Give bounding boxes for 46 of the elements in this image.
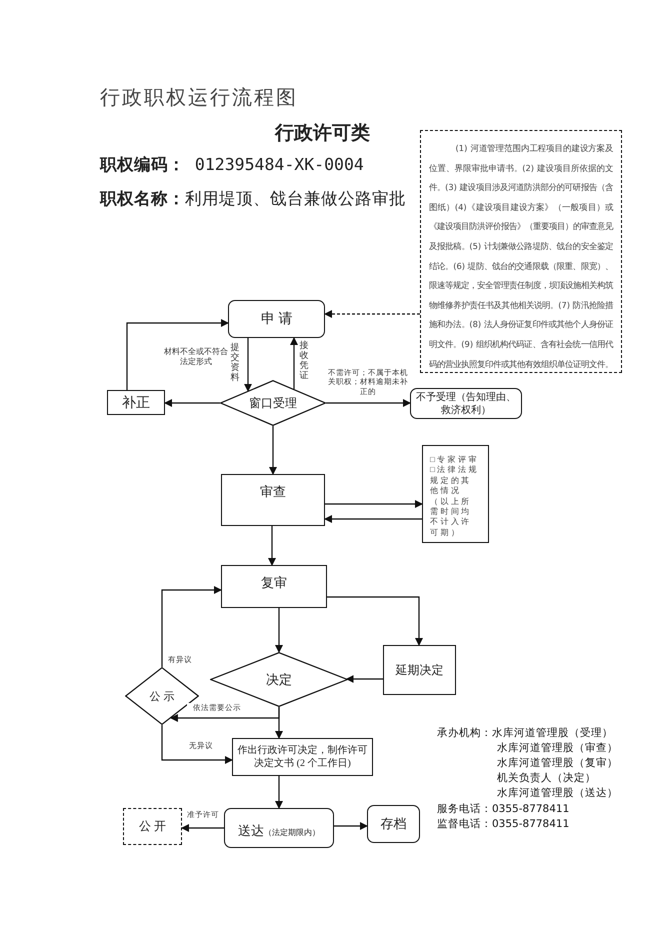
arrow (164, 399, 220, 407)
arrow (269, 426, 277, 475)
arrow (126, 319, 229, 390)
dashed-arrow (324, 310, 420, 318)
arrow (161, 725, 233, 764)
arrow (290, 337, 298, 390)
result-box: 不予受理（告知理由、救济权利） (410, 388, 522, 419)
arrow (244, 338, 252, 392)
name-line: 职权名称：利用堤顶、戗台兼做公路审批 (100, 188, 406, 210)
arrow (275, 707, 283, 739)
arrow (327, 596, 423, 646)
arrow (326, 399, 411, 407)
decision-diamond: 窗口受理 (220, 380, 326, 426)
process-box: 存档 (367, 805, 420, 843)
arrow (275, 608, 283, 653)
process-box: 送达（法定期限内） (224, 808, 334, 848)
process-box: 复审 (221, 565, 327, 608)
agency-line: 水库河道管理股（复审） (497, 756, 618, 770)
page-title: 行政职权运行流程图 (100, 84, 298, 111)
process-box: 补正 (107, 390, 165, 415)
arrow (161, 586, 222, 667)
process-box: 作出行政许可决定，制作许可决定文书 (2 个工作日) (232, 738, 373, 776)
code-line: 职权编码： 012395484-XK-0004 (100, 154, 364, 176)
edge-label: 提交资料 (229, 343, 241, 383)
note-box: □专家评审 □法律法规规定的其他情况 （以上所需时间均不计入许可期） (422, 445, 489, 543)
category-heading: 行政许可类 (275, 121, 370, 146)
requirements-box: (1) 河道管理范围内工程项目的建设方案及位置、界限审批申请书。(2) 建设项目所依据的文件。(3) 建设项目涉及河道防洪部分的可研报告（含图纸）(4)《建设项目建设方案》（一般项目）或《建设项目防洪评价报告》（重要项目）的审查意见及报批稿。(5) 计划兼做公路堤防、戗台的安全鉴定结论。(6) 堤防、戗台的交通限载（限重、限宽）、限速等规定，安全管理责任制度，坝顶设施相关构筑物维修养护责任书及其他相关说明。(7) 防汛抢险措施和办法。(8) 法人身份证复印件或其他个人身份证明文件。(9) 组织机构代码证、含有社会统一信用代码的营业执照复印件或其他有效组织单位证明文件。 (420, 130, 622, 373)
phone-line: 服务电话：0355-8778411 (437, 802, 570, 816)
phone-line: 监督电话：0355-8778411 (437, 817, 570, 831)
request-box: 申 请 (228, 300, 325, 338)
arrow (346, 675, 383, 683)
agency-line: 水库河道管理股（审查） (497, 741, 618, 755)
agency-line: 机关负责人（决定） (497, 771, 596, 785)
arrow (334, 822, 368, 830)
arrow (324, 515, 422, 523)
process-box: 延期决定 (383, 645, 456, 695)
process-box: 公 开 (123, 808, 182, 845)
arrow (181, 824, 224, 832)
arrow (268, 526, 276, 566)
process-box: 审查 (221, 474, 325, 526)
edge-label: 材料不全或不符合法定形式 (163, 347, 229, 367)
arrow (325, 500, 423, 508)
agency-line: 水库河道管理股（送达） (497, 786, 618, 800)
edge-label: 接收凭证 (298, 341, 310, 381)
agency-line: 承办机构：水库河道管理股（受理） (437, 726, 613, 740)
arrow (275, 776, 283, 809)
